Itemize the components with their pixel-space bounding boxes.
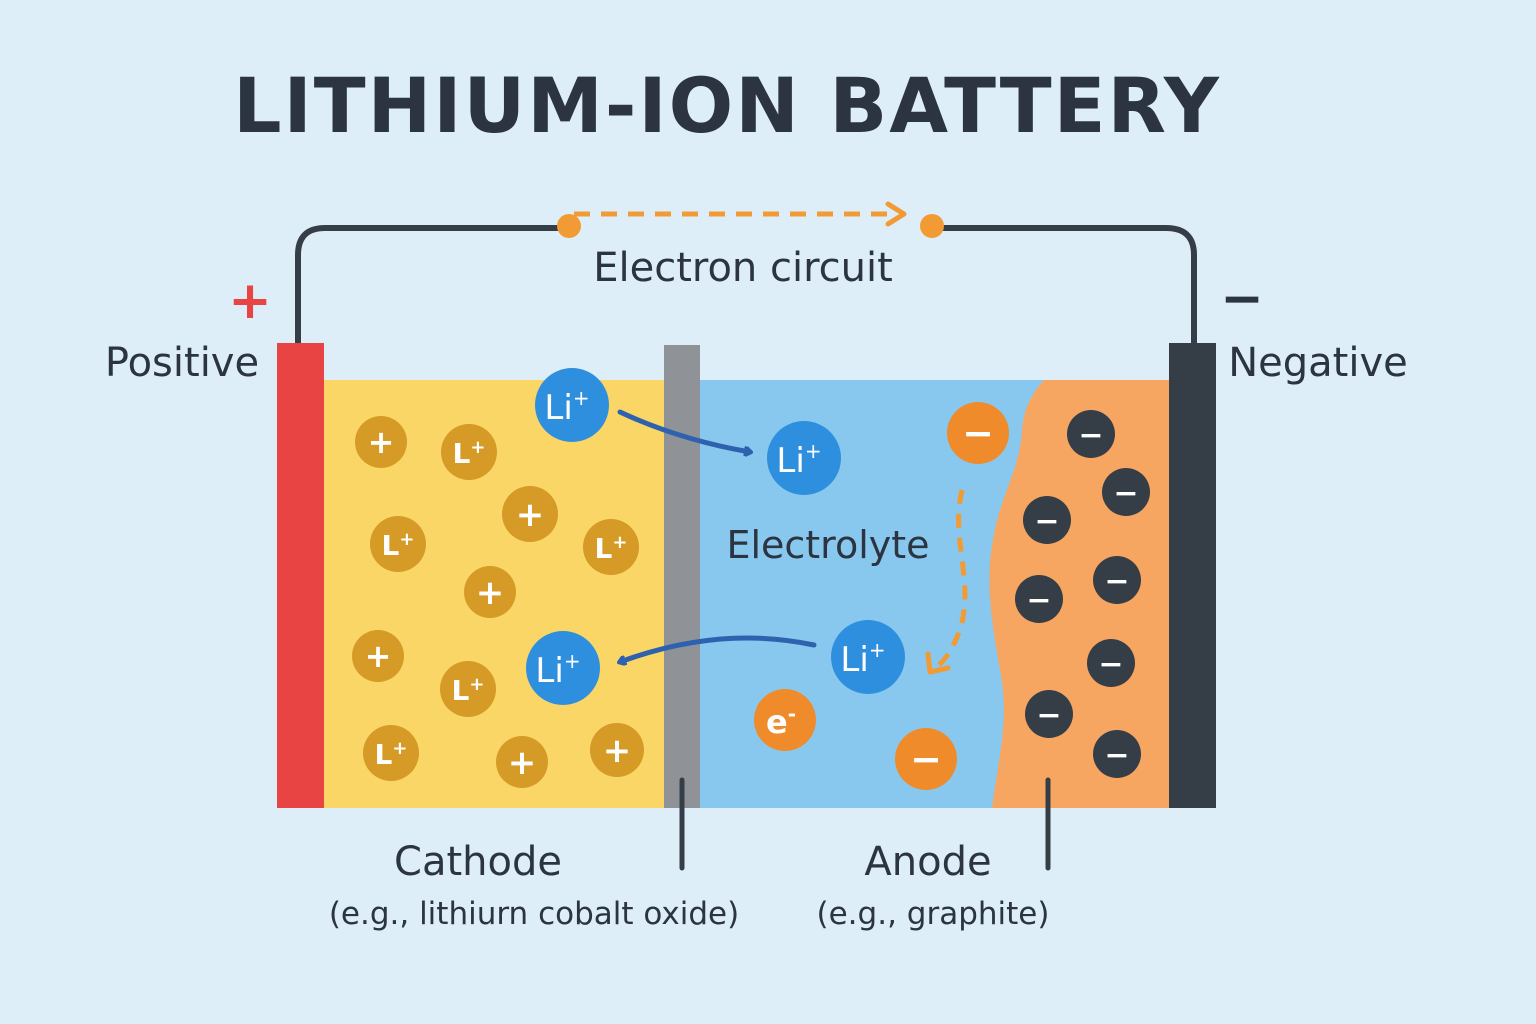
circuit-node-left	[557, 214, 581, 238]
electron-circuit-label: Electron circuit	[593, 245, 893, 291]
electron-minus-particle: −	[947, 402, 1009, 464]
svg-text:−: −	[1113, 476, 1138, 511]
svg-text:L+: L+	[382, 529, 415, 562]
cathode-li-particle: L+	[363, 725, 419, 781]
svg-text:Li+: Li+	[840, 638, 885, 680]
svg-text:L+: L+	[453, 437, 486, 470]
svg-text:Li+: Li+	[535, 649, 580, 691]
svg-text:L+: L+	[375, 738, 408, 771]
negative-terminal	[1169, 343, 1216, 808]
svg-text:Li+: Li+	[776, 439, 821, 481]
positive-symbol: +	[228, 271, 272, 331]
separator	[664, 345, 700, 808]
svg-text:e-: e-	[766, 702, 796, 741]
negative-label: Negative	[1228, 340, 1408, 386]
li-ion-particle: Li+	[831, 620, 905, 694]
anode-particles: − − − − − − − −	[1015, 410, 1150, 778]
ion-flow-arrow-left	[620, 635, 817, 662]
cathode-plus-particle: +	[464, 566, 516, 618]
cathode-label: Cathode	[394, 839, 562, 885]
cathode-plus-particle: +	[496, 736, 548, 788]
ion-flow-arrow-right	[617, 409, 750, 452]
negative-symbol: −	[1220, 269, 1264, 329]
svg-text:+: +	[476, 573, 505, 613]
positive-label: Positive	[105, 340, 259, 386]
anode-minus-particle: −	[1025, 690, 1073, 738]
li-ion-particle: Li+	[767, 421, 841, 495]
cathode-li-particle: L+	[441, 424, 497, 480]
svg-text:−: −	[1104, 564, 1129, 599]
anode-minus-particle: −	[1087, 639, 1135, 687]
svg-text:−: −	[1026, 583, 1051, 618]
cathode-particles: + L+ + L+ L+ + + L+	[352, 416, 644, 788]
cathode-plus-particle: +	[355, 416, 407, 468]
cathode-li-particle: L+	[583, 519, 639, 575]
electron-dashed-path	[930, 489, 968, 673]
svg-text:−: −	[1036, 698, 1061, 733]
positive-terminal	[277, 343, 324, 808]
cathode-li-particle: L+	[370, 516, 426, 572]
svg-text:+: +	[603, 731, 632, 771]
svg-text:Li+: Li+	[544, 386, 589, 428]
cathode-li-particle: L+	[440, 661, 496, 717]
electron-minus-particle: −	[895, 728, 957, 790]
circuit-wire-right	[932, 225, 1197, 345]
anode-minus-particle: −	[1015, 575, 1063, 623]
electron-flow-arrowhead	[885, 201, 907, 227]
anode-minus-particle: −	[1093, 730, 1141, 778]
anode-minus-particle: −	[1067, 410, 1115, 458]
svg-text:−: −	[1098, 647, 1123, 682]
cathode-plus-particle: +	[352, 630, 404, 682]
li-ion-particle: Li+	[535, 368, 609, 442]
svg-text:−: −	[1034, 504, 1059, 539]
svg-text:−: −	[1078, 418, 1103, 453]
li-ion-particle: Li+	[526, 631, 600, 705]
electron-particle: e-	[754, 689, 816, 751]
anode-example-label: (e.g., graphite)	[817, 896, 1050, 932]
svg-text:−: −	[1104, 738, 1129, 773]
anode-minus-particle: −	[1102, 468, 1150, 516]
anode-minus-particle: −	[1023, 496, 1071, 544]
anode-minus-particle: −	[1093, 556, 1141, 604]
diagram-title: LITHIUM-ION BATTERY	[233, 61, 1221, 150]
anode-label: Anode	[864, 839, 991, 885]
cathode-plus-particle: +	[502, 486, 558, 542]
svg-text:+: +	[365, 637, 392, 675]
svg-text:+: +	[368, 423, 395, 461]
svg-text:L+: L+	[595, 532, 628, 565]
cathode-plus-particle: +	[590, 723, 644, 777]
svg-text:+: +	[516, 495, 545, 535]
svg-text:L+: L+	[452, 674, 485, 707]
electron-dashed-arrowhead	[925, 651, 951, 675]
circuit-node-right	[920, 214, 944, 238]
svg-text:−: −	[910, 737, 942, 781]
circuit-wire-left	[295, 225, 560, 345]
svg-text:−: −	[962, 411, 994, 455]
svg-text:+: +	[508, 743, 537, 783]
cathode-example-label: (e.g., lithiurn cobalt oxide)	[329, 896, 739, 932]
electrolyte-label: Electrolyte	[726, 523, 929, 567]
